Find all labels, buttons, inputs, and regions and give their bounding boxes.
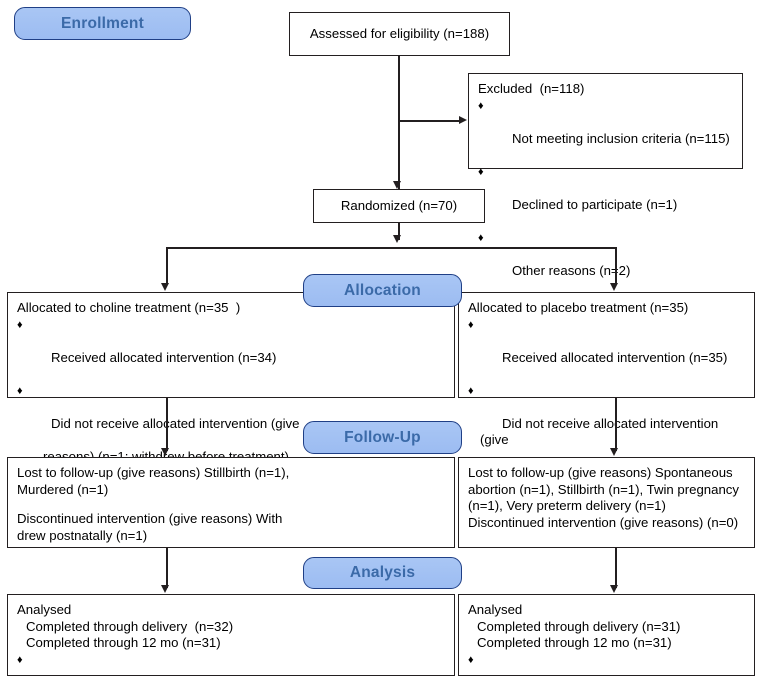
box-randomized: Randomized (n=70) <box>313 189 485 223</box>
followup-left-lost-line-1: Lost to follow-up (give reasons) Stillbi… <box>17 465 290 480</box>
connector-allocation-split-bar <box>166 247 616 249</box>
box-assessed-for-eligibility: Assessed for eligibility (n=188) <box>289 12 510 56</box>
allocation-left-bullet-2: ♦ Did not receive allocated intervention… <box>17 383 445 449</box>
diamond-bullet-icon: ♦ <box>17 384 23 397</box>
followup-right-lost-line-2: abortion (n=1), Stillbirth (n=1), Twin p… <box>468 481 739 497</box>
box-excluded: Excluded (n=118) ♦ Not meeting inclusion… <box>468 73 743 278</box>
stage-label-enrollment: Enrollment <box>14 7 191 40</box>
excluded-reason-3: ♦ Other reasons (n=2) <box>478 230 733 296</box>
arrowhead-into-analysis-left <box>161 585 170 593</box>
diamond-bullet-icon: ♦ <box>17 653 23 666</box>
analysis-right-line-1: Completed through delivery (n=31) <box>477 618 681 634</box>
allocation-right-bullet-2: ♦ Did not receive allocated intervention… <box>468 383 745 466</box>
connector-split-right <box>615 247 617 285</box>
followup-right-lost-line-3: (n=1), Very preterm delivery (n=1) <box>468 498 666 513</box>
diamond-bullet-icon: ♦ <box>478 99 484 112</box>
allocation-left-title: Allocated to choline treatment (n=35 ) <box>17 300 241 315</box>
arrowhead-to-excluded <box>459 116 467 124</box>
analysis-right-title: Analysed <box>468 602 523 617</box>
followup-left-lost-line-2: Murdered (n=1) <box>17 481 109 497</box>
stage-label-followup: Follow-Up <box>303 421 462 454</box>
allocation-right-bullet-1: ♦ Received allocated intervention (n=35) <box>468 317 745 383</box>
excluded-reason-3-text: Other reasons (n=2) <box>511 262 631 278</box>
connector-followup-to-analysis-left <box>166 548 168 588</box>
stage-label-allocation-text: Allocation <box>344 281 421 299</box>
arrowhead-into-allocation-right <box>610 283 619 291</box>
diamond-bullet-icon: ♦ <box>468 318 474 331</box>
box-analysis-right: Analysed Completed through delivery (n=3… <box>458 594 755 676</box>
stage-label-followup-text: Follow-Up <box>344 428 421 446</box>
box-analysis-left: Analysed Completed through delivery (n=3… <box>7 594 455 676</box>
box-followup-right: Lost to follow-up (give reasons) Spontan… <box>458 457 755 548</box>
arrowhead-into-followup-right <box>610 448 619 456</box>
allocation-right-bullet-1-text: Received allocated intervention (n=35) <box>501 349 728 365</box>
excluded-reason-1: ♦ Not meeting inclusion criteria (n=115) <box>478 98 733 164</box>
analysis-left-title: Analysed <box>17 602 72 617</box>
arrowhead-into-followup-left <box>161 448 170 456</box>
connector-followup-to-analysis-right <box>615 548 617 588</box>
followup-right-lost-line-1: Lost to follow-up (give reasons) Spontan… <box>468 465 733 480</box>
excluded-reason-1-text: Not meeting inclusion criteria (n=115) <box>511 130 730 146</box>
diamond-bullet-icon: ♦ <box>17 318 23 331</box>
analysis-left-line-1: Completed through delivery (n=32) <box>26 618 234 634</box>
connector-to-excluded <box>398 120 460 122</box>
assessed-text: Assessed for eligibility (n=188) <box>309 25 490 41</box>
followup-left-disc-line-2: drew postnatally (n=1) <box>17 527 148 543</box>
excluded-title: Excluded (n=118) <box>478 81 585 96</box>
arrowhead-into-analysis-right <box>610 585 619 593</box>
diamond-bullet-icon: ♦ <box>468 653 474 666</box>
excluded-reason-2-text: Declined to participate (n=1) <box>511 196 678 212</box>
connector-split-left <box>166 247 168 285</box>
allocation-right-title: Allocated to placebo treatment (n=35) <box>468 300 689 315</box>
arrowhead-into-allocation-left <box>161 283 170 291</box>
stage-label-enrollment-text: Enrollment <box>61 14 144 32</box>
stage-label-analysis-text: Analysis <box>349 564 416 581</box>
allocation-left-bullet-1: ♦ Received allocated intervention (n=34) <box>17 317 445 383</box>
connector-allocation-to-followup-right <box>615 398 617 451</box>
box-followup-left: Lost to follow-up (give reasons) Stillbi… <box>7 457 455 548</box>
allocation-left-bullet-2-text: Did not receive allocated intervention (… <box>50 415 300 431</box>
diamond-bullet-icon: ♦ <box>478 165 484 178</box>
stage-label-analysis: Analysis <box>303 557 462 589</box>
connector-assessed-to-randomized <box>398 56 400 189</box>
allocation-right-bullet-2-text: Did not receive allocated intervention (… <box>480 415 722 448</box>
diamond-bullet-icon: ♦ <box>468 384 474 397</box>
followup-left-disc-line-1: Discontinued intervention (give reasons)… <box>17 511 283 526</box>
arrowhead-randomized-split <box>393 235 402 243</box>
box-allocation-left: Allocated to choline treatment (n=35 ) ♦… <box>7 292 455 464</box>
diamond-bullet-icon: ♦ <box>478 231 484 244</box>
excluded-reason-2: ♦ Declined to participate (n=1) <box>478 164 733 230</box>
analysis-left-bullet-1: ♦ Excluded from analysis (give reasons) … <box>17 652 445 683</box>
allocation-left-bullet-1-text: Received allocated intervention (n=34) <box>50 349 277 365</box>
followup-right-disc-line-1: Discontinued intervention (give reasons)… <box>468 514 739 530</box>
randomized-text: Randomized (n=70) <box>340 197 458 213</box>
connector-allocation-to-followup-left <box>166 398 168 451</box>
analysis-right-line-2: Completed through 12 mo (n=31) <box>477 635 672 650</box>
connector-randomized-down <box>398 223 400 240</box>
box-allocation-right: Allocated to placebo treatment (n=35) ♦ … <box>458 292 755 480</box>
analysis-left-line-2: Completed through 12 mo (n=31) <box>26 635 221 650</box>
followup-left-spacer <box>17 498 445 511</box>
analysis-right-bullet-1: ♦ Excluded from analysis (give reasons) … <box>468 652 745 683</box>
stage-label-allocation: Allocation <box>303 274 462 307</box>
arrowhead-into-randomized <box>393 181 402 189</box>
